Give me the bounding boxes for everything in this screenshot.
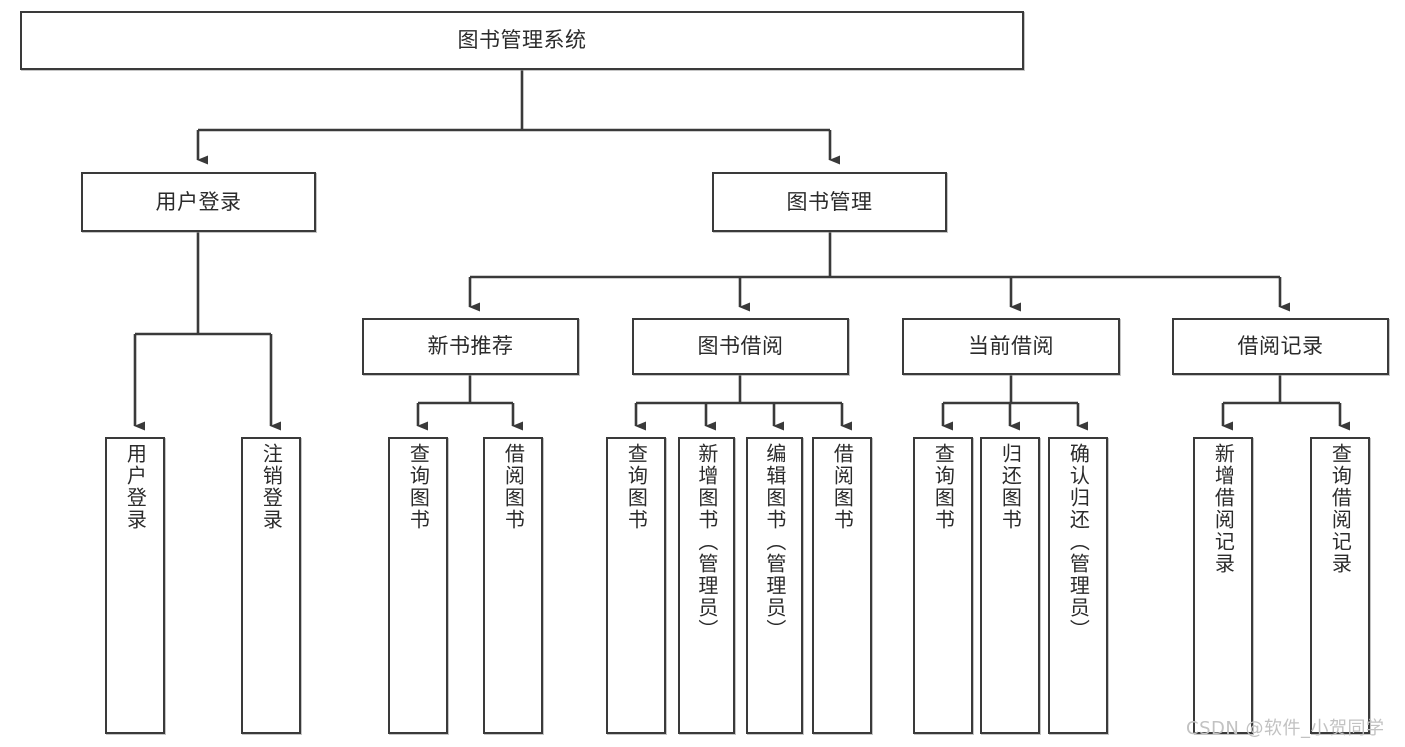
node-current-borrow[interactable]: 当前借阅 bbox=[902, 318, 1120, 375]
node-leaf-query-record-label: 查询借阅记录 bbox=[1328, 443, 1353, 575]
node-leaf-query-book-2-label: 查询图书 bbox=[624, 443, 649, 531]
node-book-borrow-label: 图书借阅 bbox=[697, 334, 784, 359]
node-leaf-add-book[interactable]: 新增图书（管理员） bbox=[678, 437, 735, 734]
node-leaf-borrow-book-1-label: 借阅图书 bbox=[501, 443, 526, 531]
node-leaf-add-record[interactable]: 新增借阅记录 bbox=[1193, 437, 1253, 734]
node-leaf-borrow-book-2[interactable]: 借阅图书 bbox=[812, 437, 872, 734]
node-leaf-edit-book[interactable]: 编辑图书（管理员） bbox=[746, 437, 803, 734]
node-root-label: 图书管理系统 bbox=[457, 28, 587, 53]
node-leaf-user-login-label: 用户登录 bbox=[123, 443, 148, 531]
node-leaf-user-logout-label: 注销登录 bbox=[259, 443, 284, 531]
node-new-book-recommend-label: 新书推荐 bbox=[427, 334, 514, 359]
node-borrow-record-label: 借阅记录 bbox=[1237, 334, 1324, 359]
node-leaf-return-book-label: 归还图书 bbox=[998, 443, 1023, 531]
node-book-manage-label: 图书管理 bbox=[786, 189, 873, 214]
node-current-borrow-label: 当前借阅 bbox=[968, 334, 1054, 359]
node-new-book-recommend[interactable]: 新书推荐 bbox=[362, 318, 579, 375]
node-leaf-query-book-2[interactable]: 查询图书 bbox=[606, 437, 666, 734]
node-user-login[interactable]: 用户登录 bbox=[81, 172, 316, 232]
node-user-login-label: 用户登录 bbox=[155, 189, 242, 214]
node-leaf-borrow-book-1[interactable]: 借阅图书 bbox=[483, 437, 543, 734]
node-leaf-query-book-3[interactable]: 查询图书 bbox=[913, 437, 973, 734]
node-leaf-borrow-book-2-label: 借阅图书 bbox=[830, 443, 855, 531]
node-leaf-add-record-label: 新增借阅记录 bbox=[1211, 443, 1236, 575]
node-leaf-return-book[interactable]: 归还图书 bbox=[980, 437, 1040, 734]
node-leaf-confirm-return[interactable]: 确认归还（管理员） bbox=[1048, 437, 1108, 734]
node-leaf-query-book-1-label: 查询图书 bbox=[406, 443, 431, 531]
node-leaf-user-login[interactable]: 用户登录 bbox=[105, 437, 165, 734]
node-book-borrow[interactable]: 图书借阅 bbox=[632, 318, 849, 375]
csdn-watermark: CSDN @软件_小贺同学 bbox=[1186, 718, 1385, 739]
node-leaf-add-book-label: 新增图书（管理员） bbox=[694, 443, 719, 641]
node-leaf-query-book-3-label: 查询图书 bbox=[931, 443, 956, 531]
node-book-manage[interactable]: 图书管理 bbox=[712, 172, 947, 232]
node-borrow-record[interactable]: 借阅记录 bbox=[1172, 318, 1389, 375]
node-leaf-query-record[interactable]: 查询借阅记录 bbox=[1310, 437, 1370, 734]
node-leaf-user-logout[interactable]: 注销登录 bbox=[241, 437, 301, 734]
node-leaf-edit-book-label: 编辑图书（管理员） bbox=[762, 443, 787, 641]
node-leaf-confirm-return-label: 确认归还（管理员） bbox=[1066, 443, 1091, 641]
node-leaf-query-book-1[interactable]: 查询图书 bbox=[388, 437, 448, 734]
node-root[interactable]: 图书管理系统 bbox=[20, 11, 1024, 70]
